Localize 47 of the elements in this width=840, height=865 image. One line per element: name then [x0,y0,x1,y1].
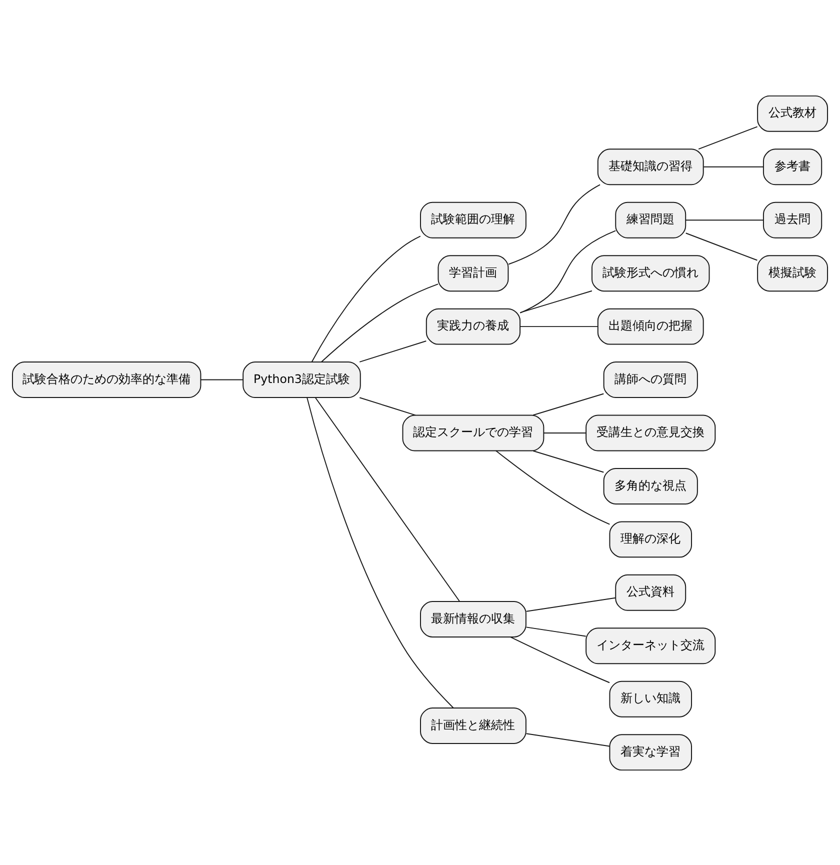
node-box: 多角的な視点 [603,467,698,504]
connector [495,450,610,524]
connector [532,392,604,416]
node-box: 受講生との意見交換 [586,414,716,451]
connector [543,432,586,433]
connector [510,636,610,683]
node-box: 計画性と継続性 [420,706,526,744]
node-box: 過去問 [762,201,822,238]
connector [520,290,592,313]
node-box: 試験範囲の理解 [420,201,526,238]
connector [526,732,610,746]
connector [200,378,244,380]
node-box: 新しい知識 [609,680,692,717]
connector [703,166,764,167]
connector [508,184,601,264]
connector [306,396,454,708]
node-box: 認定スクールでの学習 [402,414,544,451]
connector [685,219,764,220]
node-box: 着実な学習 [609,734,692,770]
connector [520,230,616,313]
connector [698,126,758,150]
node-box: 試験形式への慣れ [591,254,710,292]
node-box: 理解の深化 [609,520,692,558]
node-box: 実践力の養成 [426,308,521,344]
connector [359,396,416,416]
connector [685,232,758,260]
connector [526,626,586,636]
connector [532,450,604,472]
node-box: 基礎知識の習得 [597,148,704,185]
node-box: 練習問題 [615,201,686,238]
node-box: 公式資料 [615,574,686,610]
connector [526,596,616,612]
node-box: 最新情報の収集 [420,600,526,637]
node-box: 学習計画 [438,254,509,292]
node-box: 出題傾向の把握 [597,308,704,344]
node-box: Python3認定試験 [242,361,361,398]
node-box: 模擬試験 [757,254,828,292]
node-box: 参考書 [762,148,822,185]
node-box: インターネット交流 [586,627,716,664]
connector [311,235,421,362]
connector [314,396,460,602]
connector [359,340,427,362]
connector [520,326,598,327]
node-box: 公式教材 [757,94,828,132]
connector [320,283,439,362]
node-box: 試験合格のための効率的な準備 [12,361,202,398]
node-box: 講師への質問 [603,361,698,398]
